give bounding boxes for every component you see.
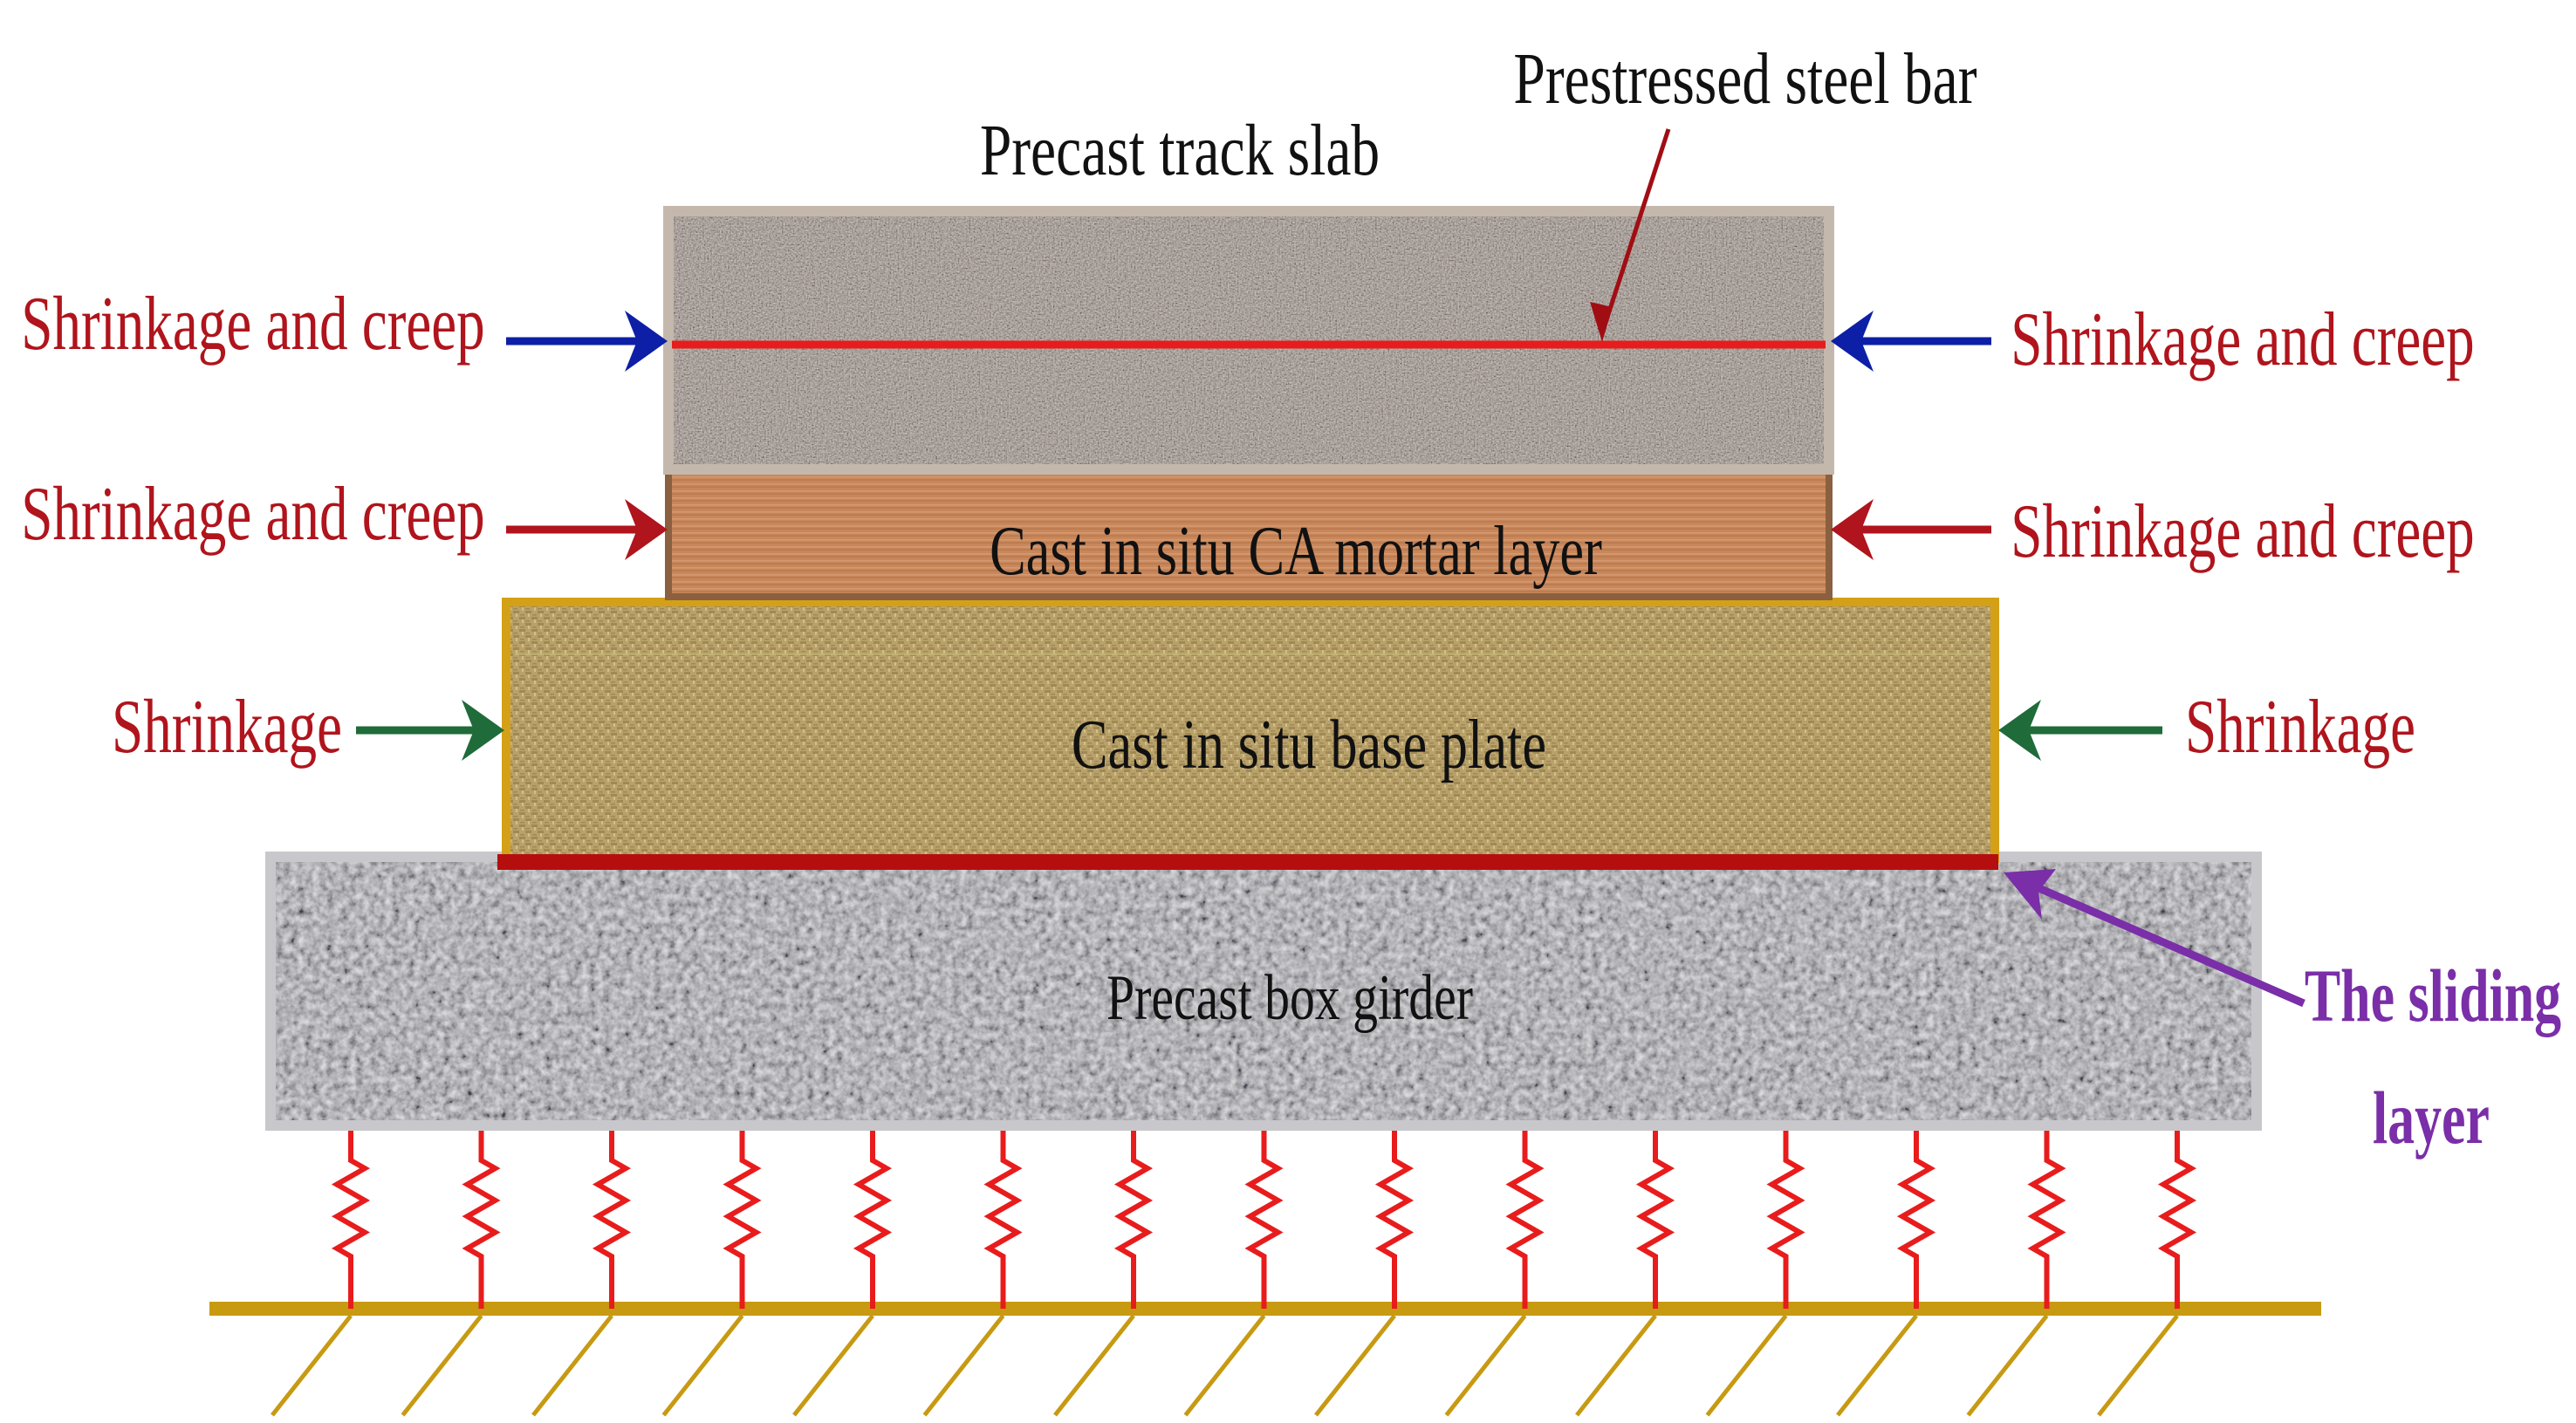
- mortar-left-load-label: Shrinkage and creep: [21, 471, 484, 557]
- mortar-layer-label: Cast in situ CA mortar layer: [990, 512, 1602, 590]
- spring: [1896, 1127, 1936, 1309]
- slab-left-arrow: [506, 311, 668, 372]
- ground-hatch-line: [1183, 1314, 1266, 1417]
- slab-right-load-label: Shrinkage and creep: [2011, 297, 2474, 382]
- base-plate-label: Cast in situ base plate: [1072, 706, 1546, 783]
- spring: [1505, 1127, 1545, 1309]
- ground-hatch-line: [271, 1314, 353, 1417]
- spring: [1113, 1127, 1154, 1309]
- ground-hatch-line: [1836, 1314, 1918, 1417]
- box-girder-label: Precast box girder: [1106, 962, 1473, 1033]
- spring: [2157, 1127, 2197, 1309]
- ca-mortar-layer: Cast in situ CA mortar layer: [665, 464, 1833, 600]
- spring: [331, 1127, 371, 1309]
- ground-hatch-line: [1705, 1314, 1788, 1417]
- base-left-arrow: [356, 700, 504, 761]
- sliding-layer-arrow: [2004, 869, 2305, 1008]
- ground-hatch-line: [2097, 1314, 2179, 1417]
- spring: [592, 1127, 632, 1309]
- base-left-load-label: Shrinkage: [112, 684, 342, 770]
- load-labels: Shrinkage and creep Shrinkage and creep …: [21, 281, 2561, 1160]
- spring: [1244, 1127, 1284, 1309]
- steel-bar-callout: Prestressed steel bar: [1513, 38, 1977, 342]
- sliding-layer-label-line2: layer: [2373, 1077, 2490, 1160]
- ground-hatch-line: [792, 1314, 874, 1417]
- cast-in-situ-base-plate: Cast in situ base plate: [502, 598, 1999, 863]
- ground-hatch-line: [1314, 1314, 1396, 1417]
- slab-right-arrow: [1831, 311, 1991, 372]
- track-slab-label: Precast track slab: [980, 110, 1380, 191]
- ground-hatch-line: [922, 1314, 1005, 1417]
- mortar-right-load-label: Shrinkage and creep: [2011, 489, 2474, 574]
- ground-hatch-line: [531, 1314, 613, 1417]
- steel-bar-label: Prestressed steel bar: [1513, 38, 1977, 120]
- spring: [1766, 1127, 1805, 1309]
- spring: [2027, 1127, 2066, 1309]
- ground-hatch-line: [1575, 1314, 1657, 1417]
- precast-box-girder: Precast box girder: [265, 852, 2262, 1131]
- spring: [1635, 1127, 1675, 1309]
- elastic-springs: [331, 1127, 2197, 1309]
- steel-bar-leader: [1600, 128, 1671, 334]
- precast-track-slab: Precast track slab: [663, 110, 1834, 475]
- ground-support: [209, 1302, 2321, 1417]
- spring: [1374, 1127, 1415, 1309]
- ground-hatching: [271, 1314, 2179, 1417]
- spring: [853, 1127, 893, 1309]
- ground-hatch-line: [401, 1314, 483, 1417]
- spring: [723, 1127, 762, 1309]
- slab-left-load-label: Shrinkage and creep: [21, 281, 484, 366]
- spring: [983, 1127, 1023, 1309]
- mortar-right-arrow: [1831, 499, 1991, 560]
- ground-hatch-line: [1444, 1314, 1527, 1417]
- base-right-load-label: Shrinkage: [2185, 684, 2415, 770]
- steel-bar-arrowhead: [1590, 302, 1613, 342]
- ground-hatch-line: [1966, 1314, 2049, 1417]
- load-arrows: [356, 311, 2305, 1008]
- base-right-arrow: [1998, 700, 2162, 761]
- mortar-left-arrow: [506, 499, 668, 560]
- sliding-layer-label-line1: The sliding: [2305, 954, 2561, 1037]
- ground-hatch-line: [1053, 1314, 1135, 1417]
- ground-hatch-line: [661, 1314, 744, 1417]
- spring: [462, 1127, 501, 1309]
